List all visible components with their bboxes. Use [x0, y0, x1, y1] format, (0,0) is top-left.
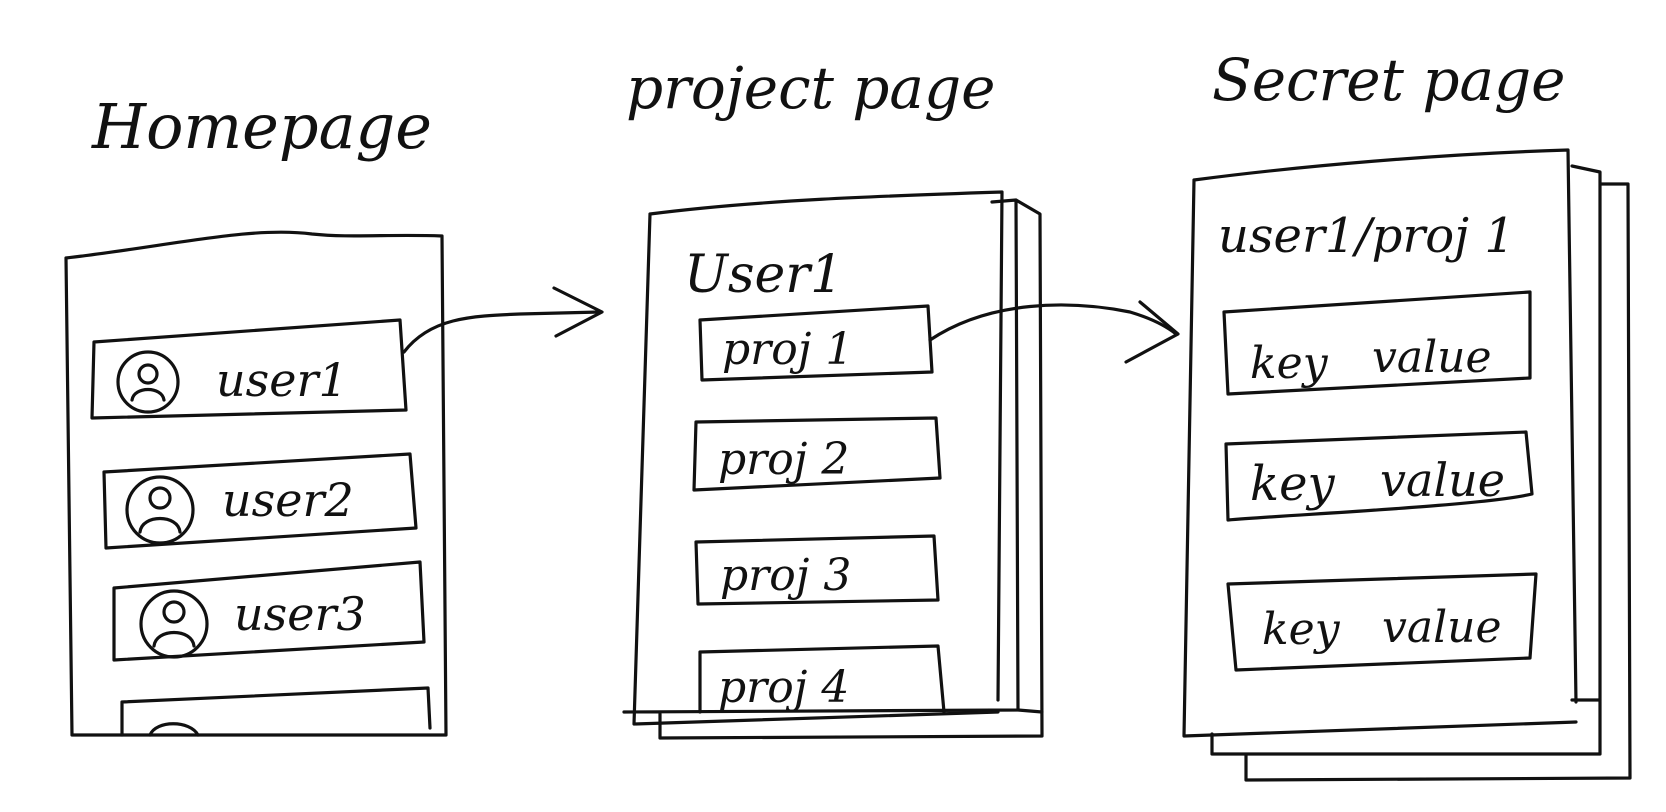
project-row-1-box	[698, 304, 934, 382]
project-row-4-label: proj 4	[718, 662, 849, 713]
secret-entry-3-key: key	[1262, 604, 1341, 655]
flow-arrow-user1-to-projects	[402, 286, 604, 354]
project-page-title: project page	[626, 54, 995, 122]
secret-entry-3[interactable]: key value	[1226, 572, 1538, 672]
secret-page-title: Secret page	[1212, 46, 1566, 114]
secret-entry-1-box	[1222, 290, 1532, 396]
user-avatar-icon	[139, 589, 209, 659]
project-page-heading: User1	[684, 245, 843, 305]
project-row-2-box	[692, 416, 942, 492]
secret-entry-2-key: key	[1250, 456, 1335, 512]
homepage-title: Homepage	[91, 90, 432, 163]
flow-arrow-proj1-to-secrets	[928, 300, 1180, 364]
user-row-2-label: user2	[222, 473, 354, 527]
secret-entry-1-key: key	[1250, 338, 1329, 389]
user-row-3-label: user3	[234, 587, 366, 641]
secret-entry-2[interactable]: key value	[1224, 430, 1534, 522]
project-row-2-label: proj 2	[718, 434, 849, 485]
project-page-stack	[622, 198, 1044, 740]
secret-entry-3-box	[1226, 572, 1538, 672]
user-avatar-icon	[125, 475, 195, 545]
secret-page-frame	[1182, 148, 1578, 738]
user-row-3-box	[112, 560, 426, 662]
secret-entry-2-box	[1224, 430, 1534, 522]
project-row-3-label: proj 3	[720, 550, 851, 601]
user-row-3[interactable]: user3	[112, 560, 426, 662]
user-row-2-box	[102, 452, 418, 550]
secret-entry-1-value: value	[1372, 332, 1492, 383]
secret-page-heading: user1/proj 1	[1218, 208, 1515, 264]
secret-entry-2-value: value	[1380, 453, 1505, 507]
user-row-1[interactable]: user1	[90, 318, 408, 420]
user-row-1-label: user1	[216, 353, 348, 407]
project-row-3[interactable]: proj 3	[694, 534, 940, 606]
project-row-1[interactable]: proj 1	[698, 304, 934, 382]
secret-entry-3-value: value	[1382, 602, 1502, 653]
user-avatar-icon	[116, 350, 180, 414]
user-row-2[interactable]: user2	[102, 452, 418, 550]
homepage-frame	[64, 230, 448, 737]
user-row-1-box	[90, 318, 408, 420]
project-row-4[interactable]: proj 4	[698, 644, 946, 714]
project-row-4-box	[698, 644, 946, 714]
secret-entry-1[interactable]: key value	[1222, 290, 1532, 396]
user-row-partial	[120, 686, 432, 737]
project-row-1-label: proj 1	[722, 324, 853, 375]
project-row-3-box	[694, 534, 940, 606]
project-page-frame	[632, 190, 1004, 726]
project-row-2[interactable]: proj 2	[692, 416, 942, 492]
